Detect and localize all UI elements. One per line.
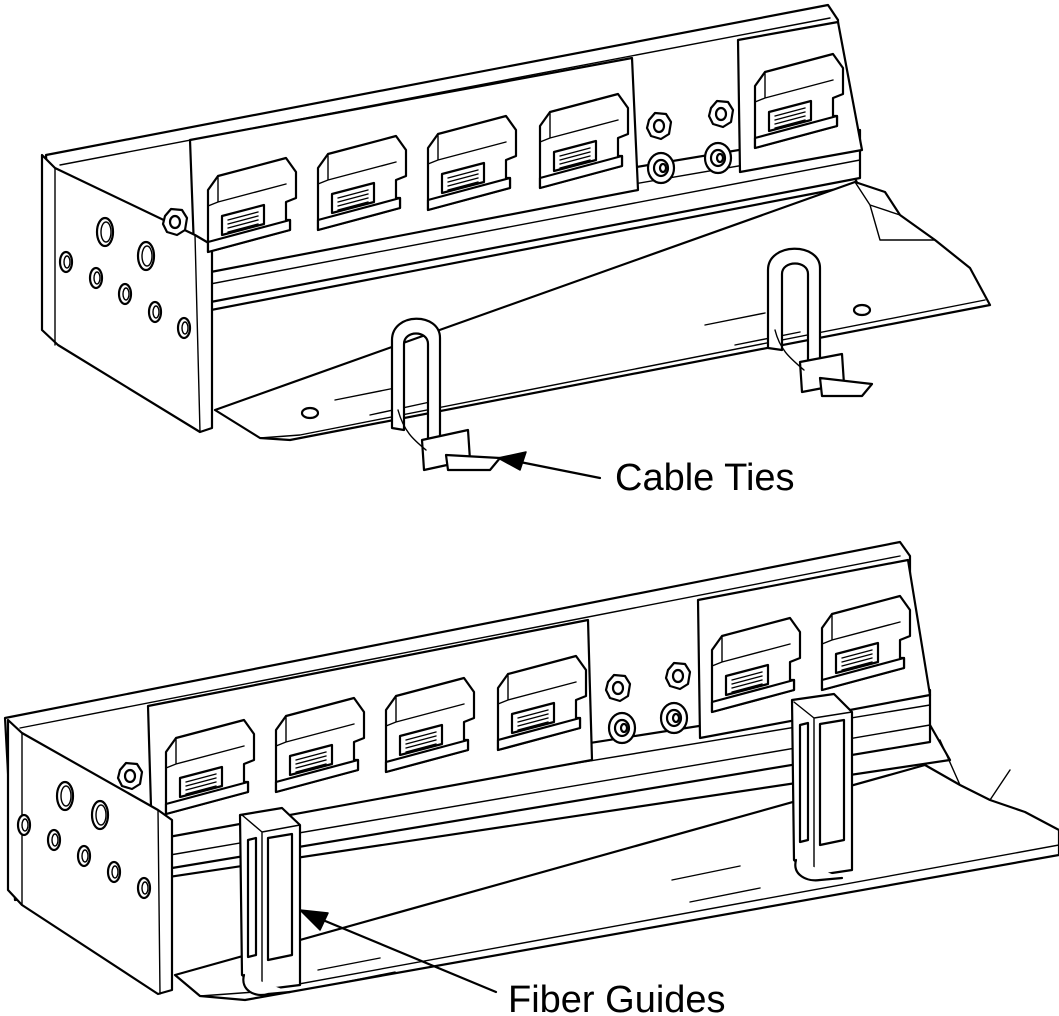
top-nut-2 [707,99,735,129]
top-coax-2 [703,141,733,175]
bottom-nut-2 [664,661,692,691]
callout-cable-ties: Cable Ties [497,451,795,499]
top-tray [213,180,992,442]
top-assembly [40,3,992,472]
cable-tie-left [390,317,502,472]
bottom-coax-2 [659,701,689,735]
fiber-guide-right [790,692,854,882]
fiber-guide-left [238,806,302,997]
cable-tie-right [766,247,874,398]
bottom-coax-1 [607,711,637,745]
top-coax-1 [646,151,676,185]
cable-ties-label: Cable Ties [615,457,795,499]
callout-fiber-guides: Fiber Guides [299,909,726,1016]
top-nut-1 [645,111,673,141]
bottom-assembly [3,540,1059,1002]
bottom-port-panel [146,618,594,842]
top-port-panel [188,56,640,277]
bottom-nut-1 [604,673,632,703]
fiber-guides-label: Fiber Guides [508,979,726,1016]
